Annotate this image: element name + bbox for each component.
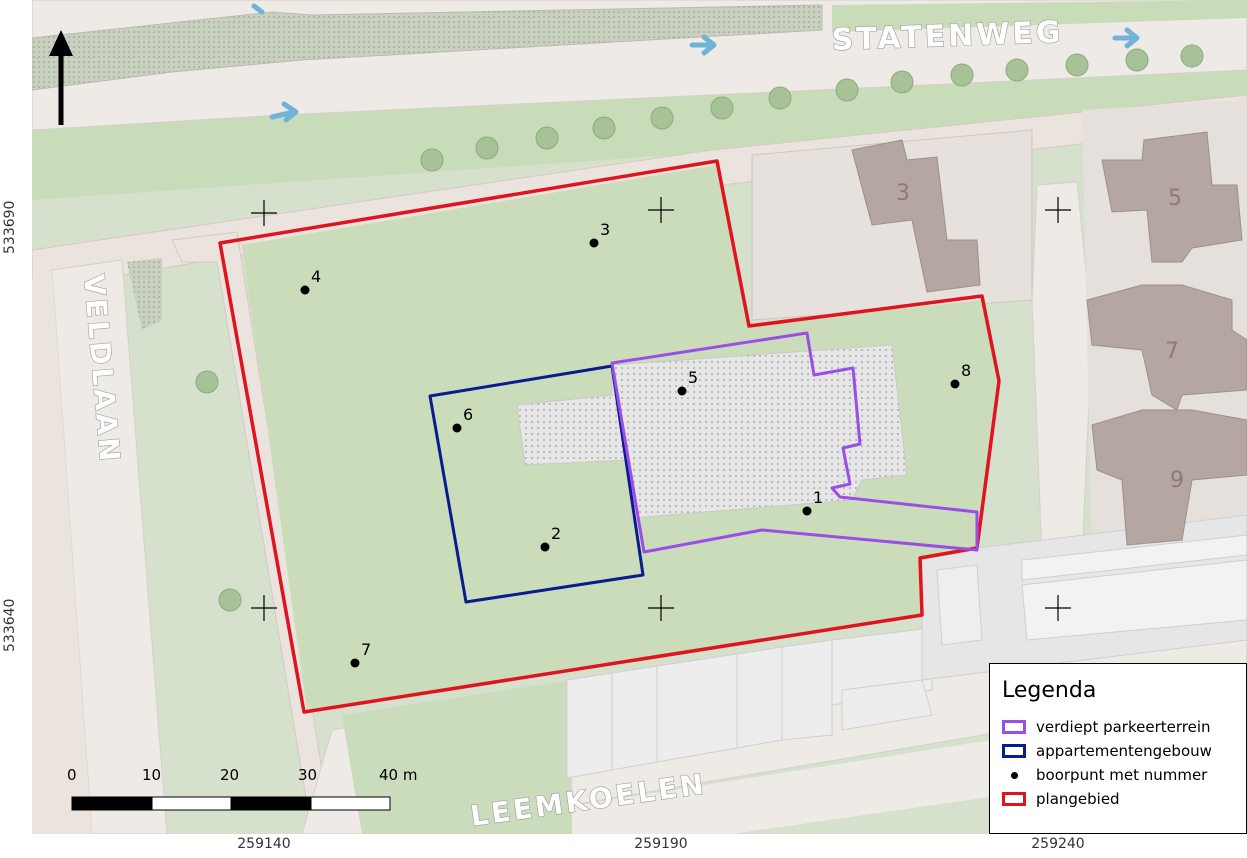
legend-label: appartementengebouw xyxy=(1036,742,1212,760)
borehole-2-dot[interactable] xyxy=(540,542,550,552)
median-hedge xyxy=(32,4,823,91)
scale-label-30: 30 xyxy=(298,766,317,784)
tree-row-north xyxy=(195,44,1204,793)
road-veldlaan xyxy=(51,259,168,834)
house-number-9: 9 xyxy=(1170,468,1184,493)
parking-stall-1 xyxy=(936,564,983,646)
borehole-4-label: 4 xyxy=(311,267,321,286)
borehole-1-label: 1 xyxy=(813,488,823,507)
legend-item-apartment: appartementengebouw xyxy=(1000,739,1238,763)
borehole-1-dot[interactable] xyxy=(802,506,812,516)
legend-item-parking: verdiept parkeerterrein xyxy=(1000,715,1238,739)
legend: Legenda verdiept parkeerterrein appartem… xyxy=(989,663,1247,834)
house-number-7: 7 xyxy=(1165,339,1179,364)
median-hedge-east xyxy=(832,0,1247,32)
black-dot-icon xyxy=(1000,767,1028,783)
scale-label-10: 10 xyxy=(142,766,161,784)
scale-bar: 0 10 20 30 40 m xyxy=(67,766,417,811)
apartment-outline[interactable] xyxy=(428,364,645,604)
grid-crosses xyxy=(251,197,1071,621)
parking-stall-3 xyxy=(1021,559,1247,641)
parking-stall-2 xyxy=(1021,534,1247,581)
coord-x-259140: 259140 xyxy=(237,836,291,852)
legend-item-plan-area: plangebied xyxy=(1000,787,1238,811)
grass-southwest xyxy=(342,680,572,834)
map-frame[interactable]: 3 5 7 9 STATENWEG VELDLAAN LEEMKOELEN xyxy=(32,0,1247,834)
legend-label: boorpunt met nummer xyxy=(1036,766,1208,784)
coord-x-259240: 259240 xyxy=(1031,836,1085,852)
footpath-west xyxy=(171,231,333,834)
legend-label: verdiept parkeerterrein xyxy=(1036,718,1211,736)
street-label-statenweg: STATENWEG xyxy=(831,15,1064,58)
coord-y-533640: 533640 xyxy=(2,598,18,652)
borehole-5-label: 5 xyxy=(688,368,698,387)
map-canvas[interactable]: 3 5 7 9 STATENWEG VELDLAAN LEEMKOELEN xyxy=(32,0,1247,834)
navy-box-icon xyxy=(1000,743,1028,759)
coord-x-259190: 259190 xyxy=(634,836,688,852)
traffic-arrows xyxy=(251,3,1140,123)
borehole-3-label: 3 xyxy=(600,220,610,239)
borehole-8-dot[interactable] xyxy=(950,379,960,389)
legend-title: Legenda xyxy=(1002,678,1097,703)
legend-item-borehole: boorpunt met nummer xyxy=(1000,763,1238,787)
borehole-7-dot[interactable] xyxy=(350,658,360,668)
borehole-4-dot[interactable] xyxy=(300,285,310,295)
plan-area-outline[interactable] xyxy=(218,159,1001,714)
coord-y-533690: 533690 xyxy=(2,200,18,254)
borehole-2-label: 2 xyxy=(551,524,561,543)
legend-label: plangebied xyxy=(1036,790,1120,808)
driveway-east xyxy=(1031,181,1093,561)
red-box-icon xyxy=(1000,791,1028,807)
borehole-3-dot[interactable] xyxy=(589,238,599,248)
borehole-6-label: 6 xyxy=(463,405,473,424)
sidewalk-veldlaan xyxy=(32,270,92,834)
scale-label-0: 0 xyxy=(67,766,77,784)
borehole-6-dot[interactable] xyxy=(452,423,462,433)
purple-box-icon xyxy=(1000,719,1028,735)
scale-label-40: 40 m xyxy=(379,766,417,784)
north-arrow-icon xyxy=(49,30,73,125)
house-number-3: 3 xyxy=(896,181,910,206)
borehole-8-label: 8 xyxy=(961,361,971,380)
verge-west xyxy=(127,258,162,330)
garage-blocks xyxy=(566,627,933,779)
house-number-5: 5 xyxy=(1168,186,1182,211)
scale-label-20: 20 xyxy=(220,766,239,784)
buildings xyxy=(851,131,1247,546)
borehole-7-label: 7 xyxy=(361,640,371,659)
borehole-5-dot[interactable] xyxy=(677,386,687,396)
parking-outline[interactable] xyxy=(610,331,979,554)
boreholes: 1 2 3 4 5 6 7 8 xyxy=(300,220,971,668)
